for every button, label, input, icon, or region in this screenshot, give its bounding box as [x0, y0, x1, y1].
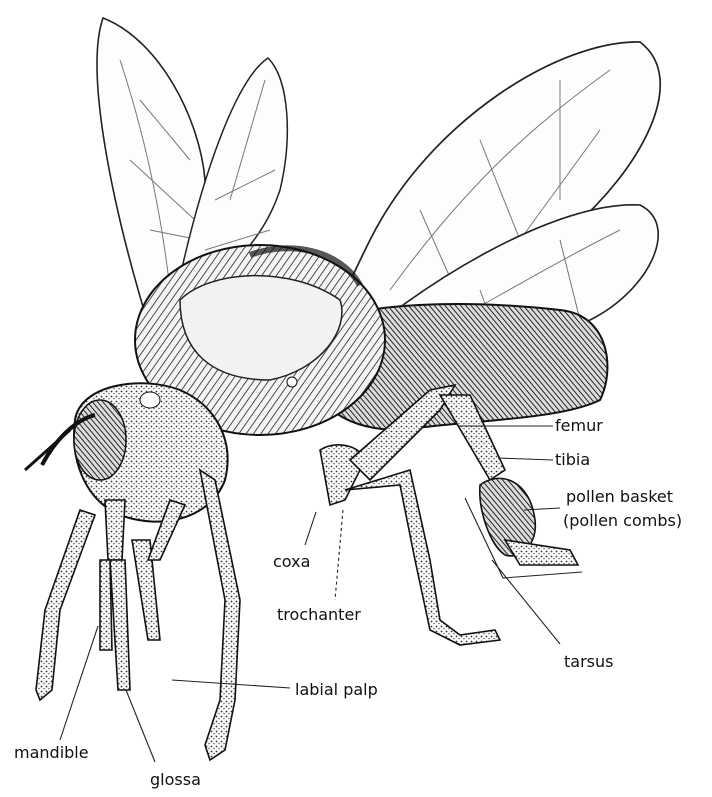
label-glossa: glossa — [150, 771, 201, 789]
label-pollen-combs: (pollen combs) — [563, 512, 682, 530]
label-pollen-basket: pollen basket — [566, 488, 673, 506]
label-mandible: mandible — [14, 744, 89, 762]
label-femur: femur — [555, 417, 603, 435]
mouthparts — [100, 500, 160, 690]
label-labial-palp: labial palp — [295, 681, 378, 699]
label-trochanter: trochanter — [277, 606, 361, 624]
label-tarsus: tarsus — [564, 653, 613, 671]
label-coxa: coxa — [273, 553, 310, 571]
label-tibia: tibia — [555, 451, 590, 469]
